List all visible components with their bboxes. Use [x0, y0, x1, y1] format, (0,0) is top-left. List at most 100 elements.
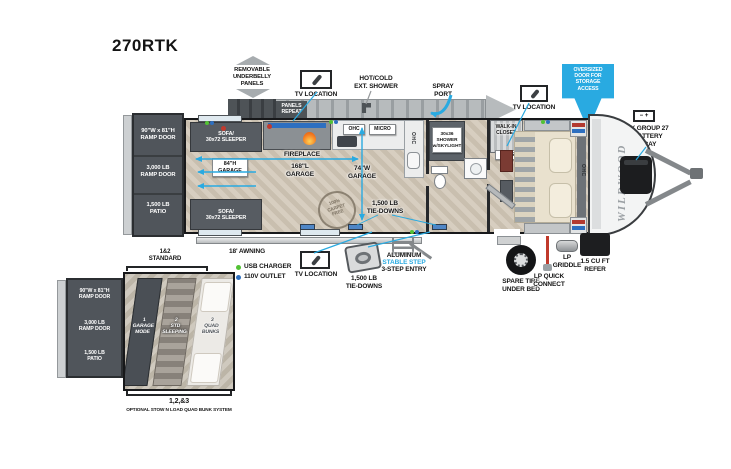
- window: [198, 115, 242, 122]
- bed: [514, 131, 576, 223]
- outlet-dot: [546, 120, 550, 124]
- tv-location-bottom-label: TV LOCATION: [294, 271, 338, 278]
- ohc-label: OHC: [343, 124, 365, 135]
- closet-label: WALK-IN CLOSET: [495, 124, 517, 136]
- storage-item-red: [572, 123, 585, 127]
- usb-legend-dot: [236, 265, 241, 270]
- outlet-110v-label: 110V OUTLET: [244, 273, 286, 280]
- optional-nums-label: 1,2,&3: [168, 398, 190, 405]
- bracket-bottom: [126, 391, 232, 396]
- fireplace-flame-icon: [303, 132, 316, 145]
- ramp-size-label: 90"W x 81"H RAMP DOOR: [78, 288, 111, 301]
- d-ring: [354, 250, 373, 266]
- micro-label: MICRO: [369, 124, 396, 135]
- outlet-dot: [334, 120, 338, 124]
- oversized-door-label: OVERSIZED DOOR FOR STORAGE ACCESS: [573, 67, 603, 92]
- speaker-dot: [267, 124, 272, 129]
- storage-item-red: [572, 220, 585, 224]
- lp-nozzle: [543, 264, 552, 271]
- bath-wall: [487, 184, 490, 232]
- fireplace-label: FIREPLACE: [284, 151, 320, 158]
- chevron-down-icon: [236, 89, 270, 98]
- garage-height-label: 84"H GARAGE: [212, 158, 248, 177]
- tie-downs-icon-label: 1,500 LB TIE-DOWNS: [345, 275, 383, 290]
- tv-icon: [300, 70, 332, 89]
- spare-tire-icon: [506, 245, 536, 275]
- bunk-mattress: [189, 353, 223, 383]
- sofa-label: SOFA/ 30x72 SLEEPER: [205, 209, 247, 222]
- bedroom-cabinet-row: [524, 223, 570, 234]
- bunk-mode-1-label: 1 GARAGE MODE: [132, 317, 155, 335]
- stable-step-label: STABLE STEP: [382, 259, 426, 266]
- toilet-bowl: [434, 174, 446, 189]
- kitchen-sink: [407, 152, 420, 169]
- cooktop: [337, 136, 357, 147]
- usb-dot: [541, 120, 545, 124]
- step-entry-label: 3-STEP ENTRY: [381, 266, 427, 273]
- sofa-top: SOFA/ 30x72 SLEEPER: [190, 122, 262, 152]
- entry-step: [497, 236, 521, 245]
- window: [198, 229, 242, 236]
- tv-remote-glyph: [530, 88, 540, 100]
- bunk-mode-2-label: 2 STD SLEEPING: [161, 317, 188, 335]
- shower-stall: 30x36 SHOWER w/SKYLIGHT: [429, 121, 465, 161]
- sofa-bottom: SOFA/ 30x72 SLEEPER: [190, 199, 262, 230]
- cover-highlight: [624, 160, 648, 165]
- bedroom-chest: [500, 150, 513, 172]
- tie-downs-plan-label: 1,500 LB TIE-DOWNS: [366, 200, 404, 215]
- pillow: [549, 183, 572, 218]
- corner-storage: [570, 120, 587, 137]
- ramp-patio-label: 1,500 LB PATIO: [146, 202, 170, 215]
- hitch-coupler: [690, 168, 703, 179]
- pillow: [549, 138, 572, 173]
- spray-port-label: SPRAY PORT: [432, 83, 454, 98]
- tie-down-plate: [432, 224, 447, 230]
- ohc-vertical-label: OHC: [410, 132, 416, 145]
- spare-tire-label: SPARE TIRE UNDER BED: [502, 278, 540, 293]
- inset-ramp-panel: 90"W x 81"H RAMP DOOR 3,000 LB RAMP DOOR…: [66, 278, 123, 378]
- carpet-free-text: 100% CARPET FREE: [326, 197, 346, 217]
- vanity: [464, 158, 487, 179]
- entertainment-center: [263, 121, 331, 150]
- ohc-vertical-label: OHC: [580, 164, 586, 177]
- awning-bar: [196, 237, 422, 244]
- tv-remote-glyph: [311, 74, 323, 86]
- battery-icon: − +: [633, 110, 655, 122]
- toilet-tank: [431, 166, 448, 174]
- storage-item-blue: [572, 129, 585, 133]
- inset-box: 1 GARAGE MODE 2 STD SLEEPING 3 QUAD BUNK…: [123, 272, 235, 391]
- garage-width-label: 74"W GARAGE: [348, 165, 376, 180]
- corner-storage: [570, 217, 587, 234]
- tv-strip: [268, 123, 326, 128]
- outlet-dot: [415, 230, 419, 234]
- inset-patio-rail: [57, 280, 66, 378]
- cap-trim: [592, 119, 601, 229]
- usb-dot: [205, 121, 209, 125]
- tv-icon: [520, 85, 548, 102]
- kitchen-counter-l: [404, 120, 424, 178]
- window: [300, 229, 340, 236]
- bath-wall: [487, 120, 490, 170]
- standard-bracket-label: 1&2 STANDARD: [148, 249, 182, 263]
- ext-shower-label: HOT/COLD EXT. SHOWER: [354, 75, 398, 90]
- tv-remote-glyph: [310, 255, 322, 266]
- patio-rail: [123, 115, 132, 235]
- removable-underbelly-label: REMOVABLE UNDERBELLY PANELS: [232, 67, 272, 87]
- tie-down-plate: [300, 224, 315, 230]
- entry-opening: [494, 229, 520, 236]
- bath-wall: [426, 120, 429, 174]
- storage-item-blue: [572, 226, 585, 230]
- bunk-mattress: [199, 282, 233, 312]
- tv-location-front-label: TV LOCATION: [512, 104, 556, 111]
- shower-label: 30x36 SHOWER w/SKYLIGHT: [432, 127, 462, 153]
- outlet-legend-dot: [236, 275, 241, 280]
- bracket-top: [126, 266, 208, 271]
- lp-quick-connect-label: LP QUICK CONNECT: [533, 273, 565, 288]
- bunk-mode-3-label: 3 QUAD BUNKS: [201, 317, 220, 335]
- tie-down-plate: [348, 224, 363, 230]
- refer-label: 1.5 CU FT REFER: [580, 258, 610, 273]
- panel-seam: [134, 155, 182, 157]
- chevron-up-icon: [236, 56, 270, 65]
